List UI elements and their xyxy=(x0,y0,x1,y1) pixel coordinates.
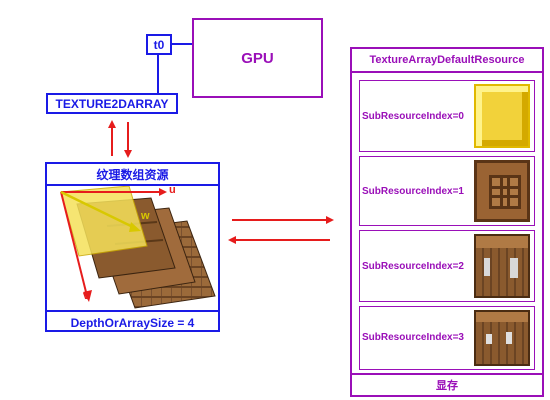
subresource-3: SubResourceIndex=3 xyxy=(359,306,535,370)
default-resource-title: TextureArrayDefaultResource xyxy=(369,54,525,66)
default-resource-header: TextureArrayDefaultResource xyxy=(352,49,542,73)
vram-label: 显存 xyxy=(436,380,458,392)
register-t0-label: t0 xyxy=(153,37,165,52)
subresource-2: SubResourceIndex=2 xyxy=(359,230,535,302)
subresource-2-label: SubResourceIndex=2 xyxy=(362,261,464,272)
axis-u-arrowhead xyxy=(159,188,167,196)
axis-v-label: v xyxy=(83,290,90,302)
subresource-3-label: SubResourceIndex=3 xyxy=(362,332,464,343)
register-t0-box: t0 xyxy=(146,34,172,55)
texture-resource-footer: DepthOrArraySize = 4 xyxy=(47,310,218,334)
subresource-0-label: SubResourceIndex=0 xyxy=(362,111,464,122)
axis-w-arrowhead xyxy=(129,222,141,232)
axis-v-arrowhead xyxy=(83,290,92,302)
subresource-0: SubResourceIndex=0 xyxy=(359,80,535,152)
crafting-table-front-texture-icon xyxy=(474,234,530,298)
texture-array-resource-box: 纹理数组资源 xyxy=(45,162,220,332)
texture-resource-header: 纹理数组资源 xyxy=(47,164,218,186)
subresource-1: SubResourceIndex=1 xyxy=(359,156,535,226)
texture-stack-svg xyxy=(60,186,216,309)
texture-stack-illustration: u v w xyxy=(47,184,218,310)
axis-w-line xyxy=(60,190,136,230)
texture-resource-title: 纹理数组资源 xyxy=(96,167,169,182)
depth-or-array-size-label: DepthOrArraySize = 4 xyxy=(70,316,195,330)
gpu-box: GPU xyxy=(192,18,323,98)
default-resource-box: TextureArrayDefaultResource SubResourceI… xyxy=(350,47,544,397)
gpu-label: GPU xyxy=(241,49,274,67)
default-resource-footer: 显存 xyxy=(352,373,542,395)
gold-block-texture-icon xyxy=(474,84,530,148)
axis-w-label: w xyxy=(141,210,150,222)
subresource-1-label: SubResourceIndex=1 xyxy=(362,186,464,197)
crafting-table-top-texture-icon xyxy=(474,160,530,222)
crafting-table-side-texture-icon xyxy=(474,310,530,366)
texture2darray-box: TEXTURE2DARRAY xyxy=(46,93,178,114)
texture2darray-label: TEXTURE2DARRAY xyxy=(55,96,169,111)
axis-u-label: u xyxy=(169,184,176,196)
axis-v-line xyxy=(60,191,88,297)
